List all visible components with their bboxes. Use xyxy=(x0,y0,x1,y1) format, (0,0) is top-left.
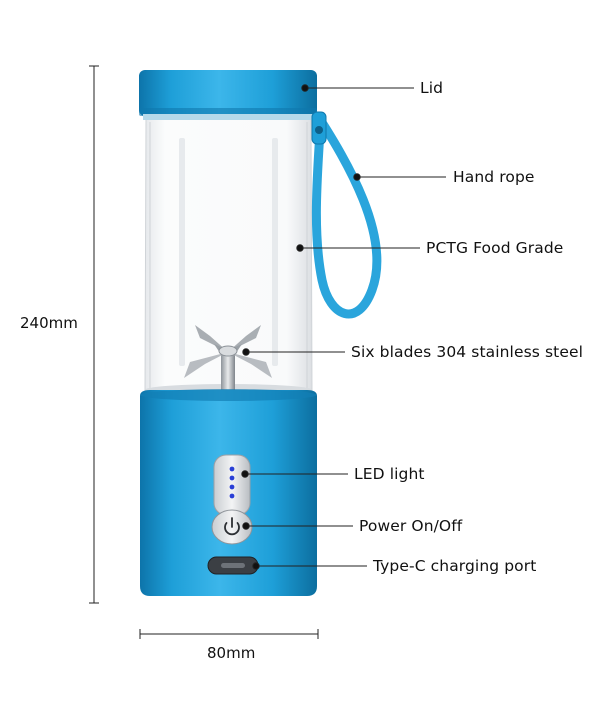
callout-pctg: PCTG Food Grade xyxy=(426,239,564,257)
width-dimension-line xyxy=(139,629,319,639)
callout-port: Type-C charging port xyxy=(373,557,537,575)
height-label: 240mm xyxy=(20,314,78,332)
control-panel xyxy=(213,454,251,516)
jar xyxy=(144,117,313,396)
callout-power: Power On/Off xyxy=(359,517,463,535)
power-icon xyxy=(224,517,240,536)
led-dot xyxy=(229,493,235,499)
leader-lines xyxy=(241,84,446,570)
blades xyxy=(184,325,272,394)
callout-blades: Six blades 304 stainless steel xyxy=(351,343,584,361)
width-label: 80mm xyxy=(207,644,256,662)
callout-led: LED light xyxy=(354,465,425,483)
callout-lid: Lid xyxy=(420,79,444,97)
type-c-port xyxy=(207,556,259,575)
height-dimension-line xyxy=(89,65,99,604)
led-dot xyxy=(229,466,235,472)
lid xyxy=(139,70,317,120)
led-dot xyxy=(229,475,235,481)
led-dot xyxy=(229,484,235,490)
hand-rope xyxy=(311,111,382,319)
power-button[interactable] xyxy=(211,509,253,545)
callout-hand-rope: Hand rope xyxy=(453,168,535,186)
